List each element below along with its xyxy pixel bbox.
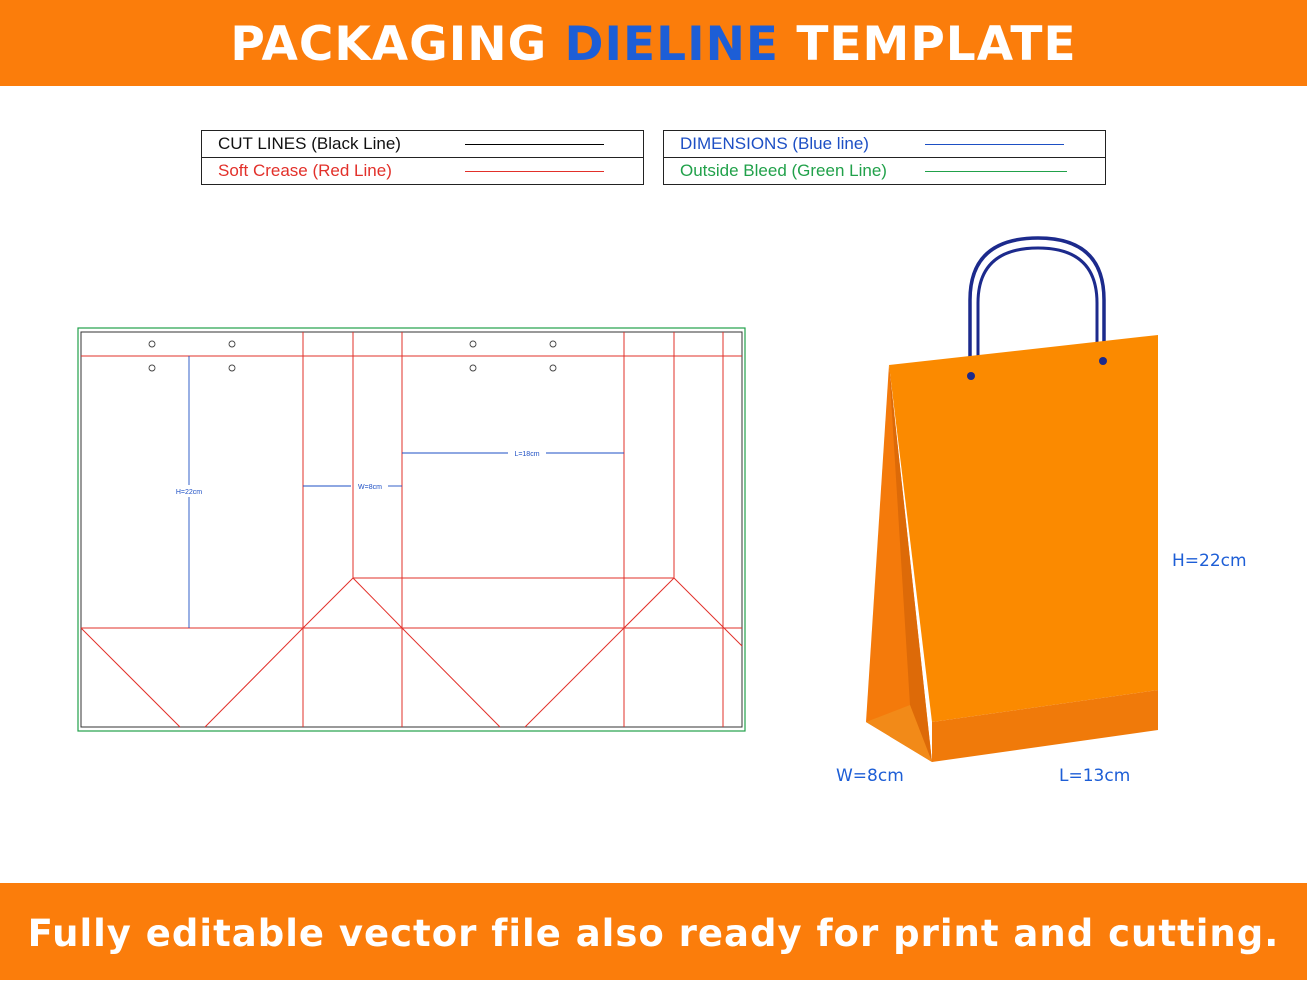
dieline-height-label: H=22cm bbox=[176, 489, 202, 496]
header-banner: PACKAGING DIELINE TEMPLATE bbox=[0, 0, 1307, 86]
legend-sample-cut-lines bbox=[465, 130, 644, 158]
legend-sample-soft-crease bbox=[465, 157, 644, 185]
cut-line-border bbox=[80, 331, 743, 728]
bag-height-label: H=22cm bbox=[1172, 551, 1247, 571]
title-suffix: TEMPLATE bbox=[779, 17, 1077, 72]
bag-handle-rivet-left bbox=[967, 372, 975, 380]
footer-banner: Fully editable vector file also ready fo… bbox=[0, 883, 1307, 980]
legend-label-soft-crease: Soft Crease (Red Line) bbox=[201, 157, 465, 185]
legend-row-soft-crease: Soft Crease (Red Line) bbox=[201, 157, 644, 185]
legend-table-right: DIMENSIONS (Blue line) Outside Bleed (Gr… bbox=[663, 130, 1106, 185]
title-accent: DIELINE bbox=[564, 17, 780, 72]
legend-table-left: CUT LINES (Black Line) Soft Crease (Red … bbox=[201, 130, 644, 185]
title-prefix: PACKAGING bbox=[230, 17, 565, 72]
bag-handle-inner bbox=[976, 246, 1099, 377]
soft-crease-lines bbox=[80, 332, 743, 728]
dieline-width-label: W=8cm bbox=[358, 484, 382, 491]
legend-sample-outside-bleed bbox=[925, 157, 1106, 185]
flat-dieline: H=22cm W=8cm L=18cm bbox=[77, 327, 746, 732]
legend-sample-dimensions bbox=[925, 130, 1106, 158]
bag-gusset-fold bbox=[889, 365, 932, 762]
dieline-length-label: L=18cm bbox=[514, 451, 539, 458]
bag-front-panel bbox=[889, 335, 1158, 722]
bag-handle-rivet-right bbox=[1099, 357, 1107, 365]
bag-handle-outer bbox=[968, 236, 1106, 377]
bag-length-label: L=13cm bbox=[1059, 766, 1130, 786]
outside-bleed-border bbox=[77, 327, 746, 732]
legend-label-outside-bleed: Outside Bleed (Green Line) bbox=[663, 157, 925, 185]
dimension-lines bbox=[188, 356, 624, 628]
footer-text: Fully editable vector file also ready fo… bbox=[27, 912, 1280, 955]
bag-bottom-band bbox=[932, 690, 1158, 762]
bag-width-label: W=8cm bbox=[836, 766, 904, 786]
legend-row-dimensions: DIMENSIONS (Blue line) bbox=[663, 130, 1106, 158]
shopping-bag-mockup: H=22cm W=8cm L=13cm bbox=[836, 236, 1247, 786]
bag-gusset-bottom bbox=[866, 705, 932, 762]
legend-row-outside-bleed: Outside Bleed (Green Line) bbox=[663, 157, 1106, 185]
handle-punch-holes bbox=[148, 340, 557, 372]
